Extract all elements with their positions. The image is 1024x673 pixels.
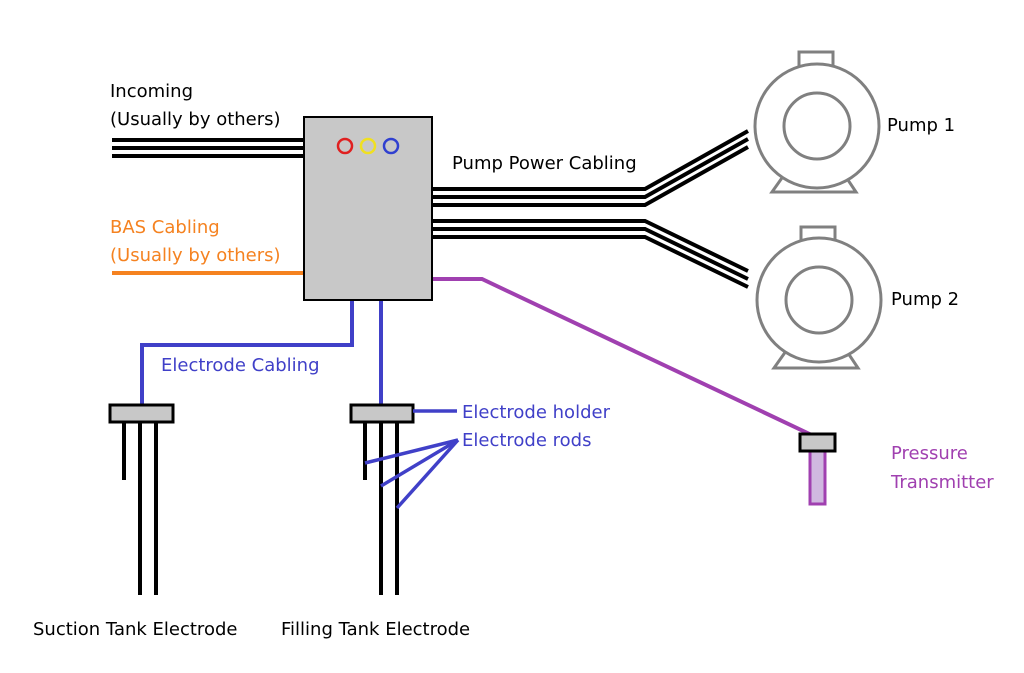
pump-2-icon [755,225,883,370]
filling-electrode-holder [349,403,415,424]
pump-1-icon [753,50,881,194]
incoming-cables [112,138,304,158]
callout-lines [364,409,460,510]
electrode-holder-label: Electrode holder [462,402,611,423]
incoming-label: Incoming [110,81,193,102]
filling-tank-electrode [349,403,415,595]
electrode-rods-label: Electrode rods [462,430,591,451]
suction-tank-electrode-label: Suction Tank Electrode [33,619,237,640]
electrode-cables [140,298,383,405]
pressure-transmitter [798,432,837,506]
pressure-cable [432,277,819,440]
bas-cabling-label: BAS Cabling [110,217,220,238]
pressure-transmitter-label-line2: Transmitter [890,472,994,493]
pump-2-label: Pump 2 [891,289,959,310]
incoming-note: (Usually by others) [110,109,281,130]
pump-power-cables [432,129,749,289]
pump-1-label: Pump 1 [887,115,955,136]
indicator-red-light [336,137,354,155]
electrode-cabling-label: Electrode Cabling [161,355,320,376]
pressure-transmitter-label-line1: Pressure [891,443,968,464]
filling-tank-electrode-label: Filling Tank Electrode [281,619,470,640]
indicator-yellow-light [359,137,377,155]
control-panel [303,116,433,301]
suction-tank-electrode [108,403,175,595]
bas-cabling-note: (Usually by others) [110,245,281,266]
indicator-blue-light [382,137,400,155]
suction-electrode-holder [108,403,175,424]
pump-power-cabling-label: Pump Power Cabling [452,153,637,174]
